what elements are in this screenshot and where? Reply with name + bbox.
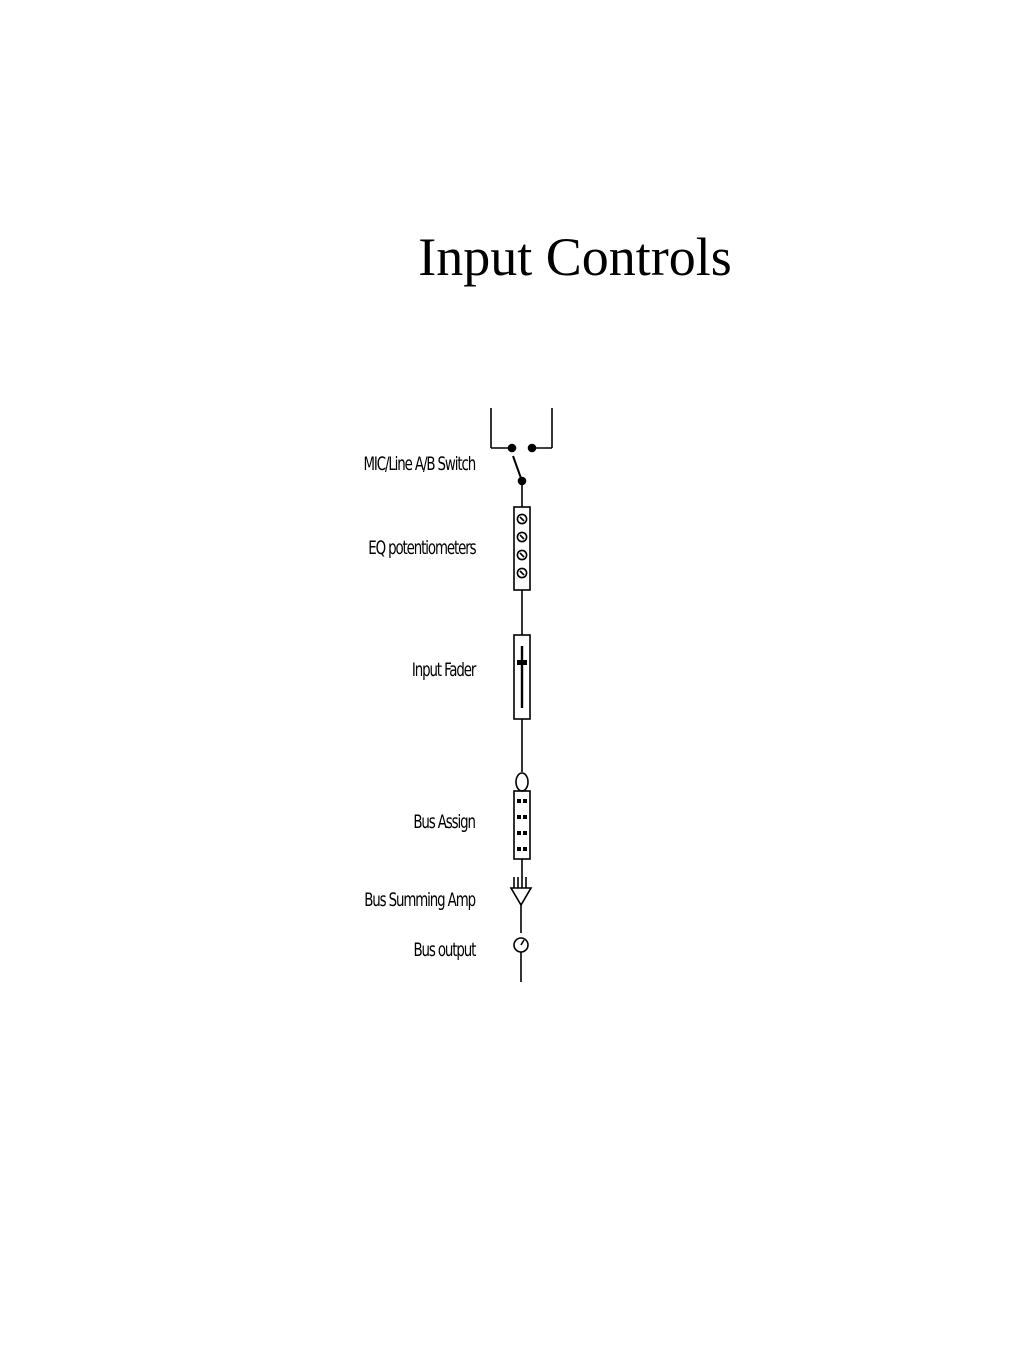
mic-line-switch-symbol xyxy=(490,408,553,486)
page-title: Input Controls xyxy=(418,227,732,287)
label-bus-output: Bus output xyxy=(413,939,476,961)
bus-summing-amp-symbol xyxy=(509,877,533,933)
eq-potentiometers-symbol xyxy=(513,506,531,591)
label-bus-summing-amp: Bus Summing Amp xyxy=(364,889,476,911)
label-input-fader: Input Fader xyxy=(411,659,476,681)
bus-output-meter-symbol xyxy=(513,937,529,982)
label-bus-assign: Bus Assign xyxy=(413,811,477,833)
label-eq-potentiometers: EQ potentiometers xyxy=(367,537,476,559)
bus-assign-symbol xyxy=(513,772,531,860)
label-mic-line-switch: MIC/Line A/B Switch xyxy=(363,453,476,475)
input-fader-symbol xyxy=(513,634,531,720)
